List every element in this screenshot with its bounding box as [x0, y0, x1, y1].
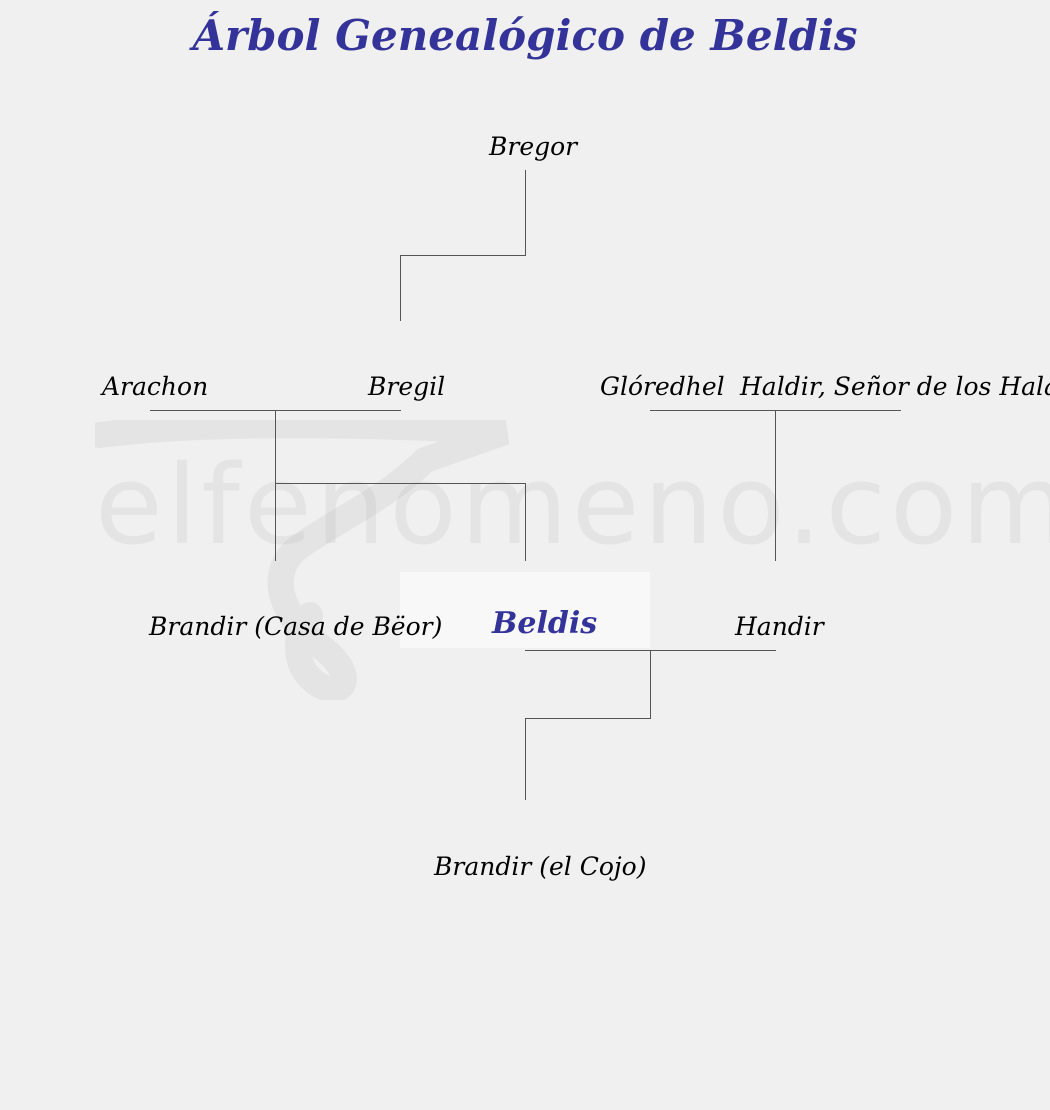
- connector-line: [650, 650, 651, 719]
- person-gloredhel: Glóredhel: [600, 372, 725, 401]
- person-haldir: Haldir, Señor de los Haladin: [740, 372, 1050, 401]
- person-bregor: Bregor: [489, 132, 578, 161]
- watermark: elfenomeno.com: [95, 420, 1050, 700]
- watermark-text: elfenomeno.com: [95, 441, 1050, 569]
- person-handir: Handir: [735, 612, 824, 641]
- page-title: Árbol Genealógico de Beldis: [192, 11, 858, 60]
- connector-line: [525, 483, 526, 561]
- dragon-watermark-icon: [95, 420, 510, 700]
- connector-line: [400, 255, 526, 256]
- person-brandir-beor: Brandir (Casa de Bëor): [149, 612, 443, 641]
- person-arachon: Arachon: [102, 372, 209, 401]
- connector-line: [275, 483, 526, 484]
- person-brandir-cojo: Brandir (el Cojo): [434, 852, 647, 881]
- connector-line: [525, 170, 526, 256]
- connector-line: [525, 718, 526, 800]
- person-beldis: Beldis: [492, 606, 598, 641]
- connector-line: [275, 410, 276, 561]
- connector-line: [525, 718, 651, 719]
- connector-line: [775, 410, 776, 561]
- connector-line: [400, 255, 401, 321]
- person-bregil: Bregil: [368, 372, 446, 401]
- focus-highlight: [400, 572, 650, 648]
